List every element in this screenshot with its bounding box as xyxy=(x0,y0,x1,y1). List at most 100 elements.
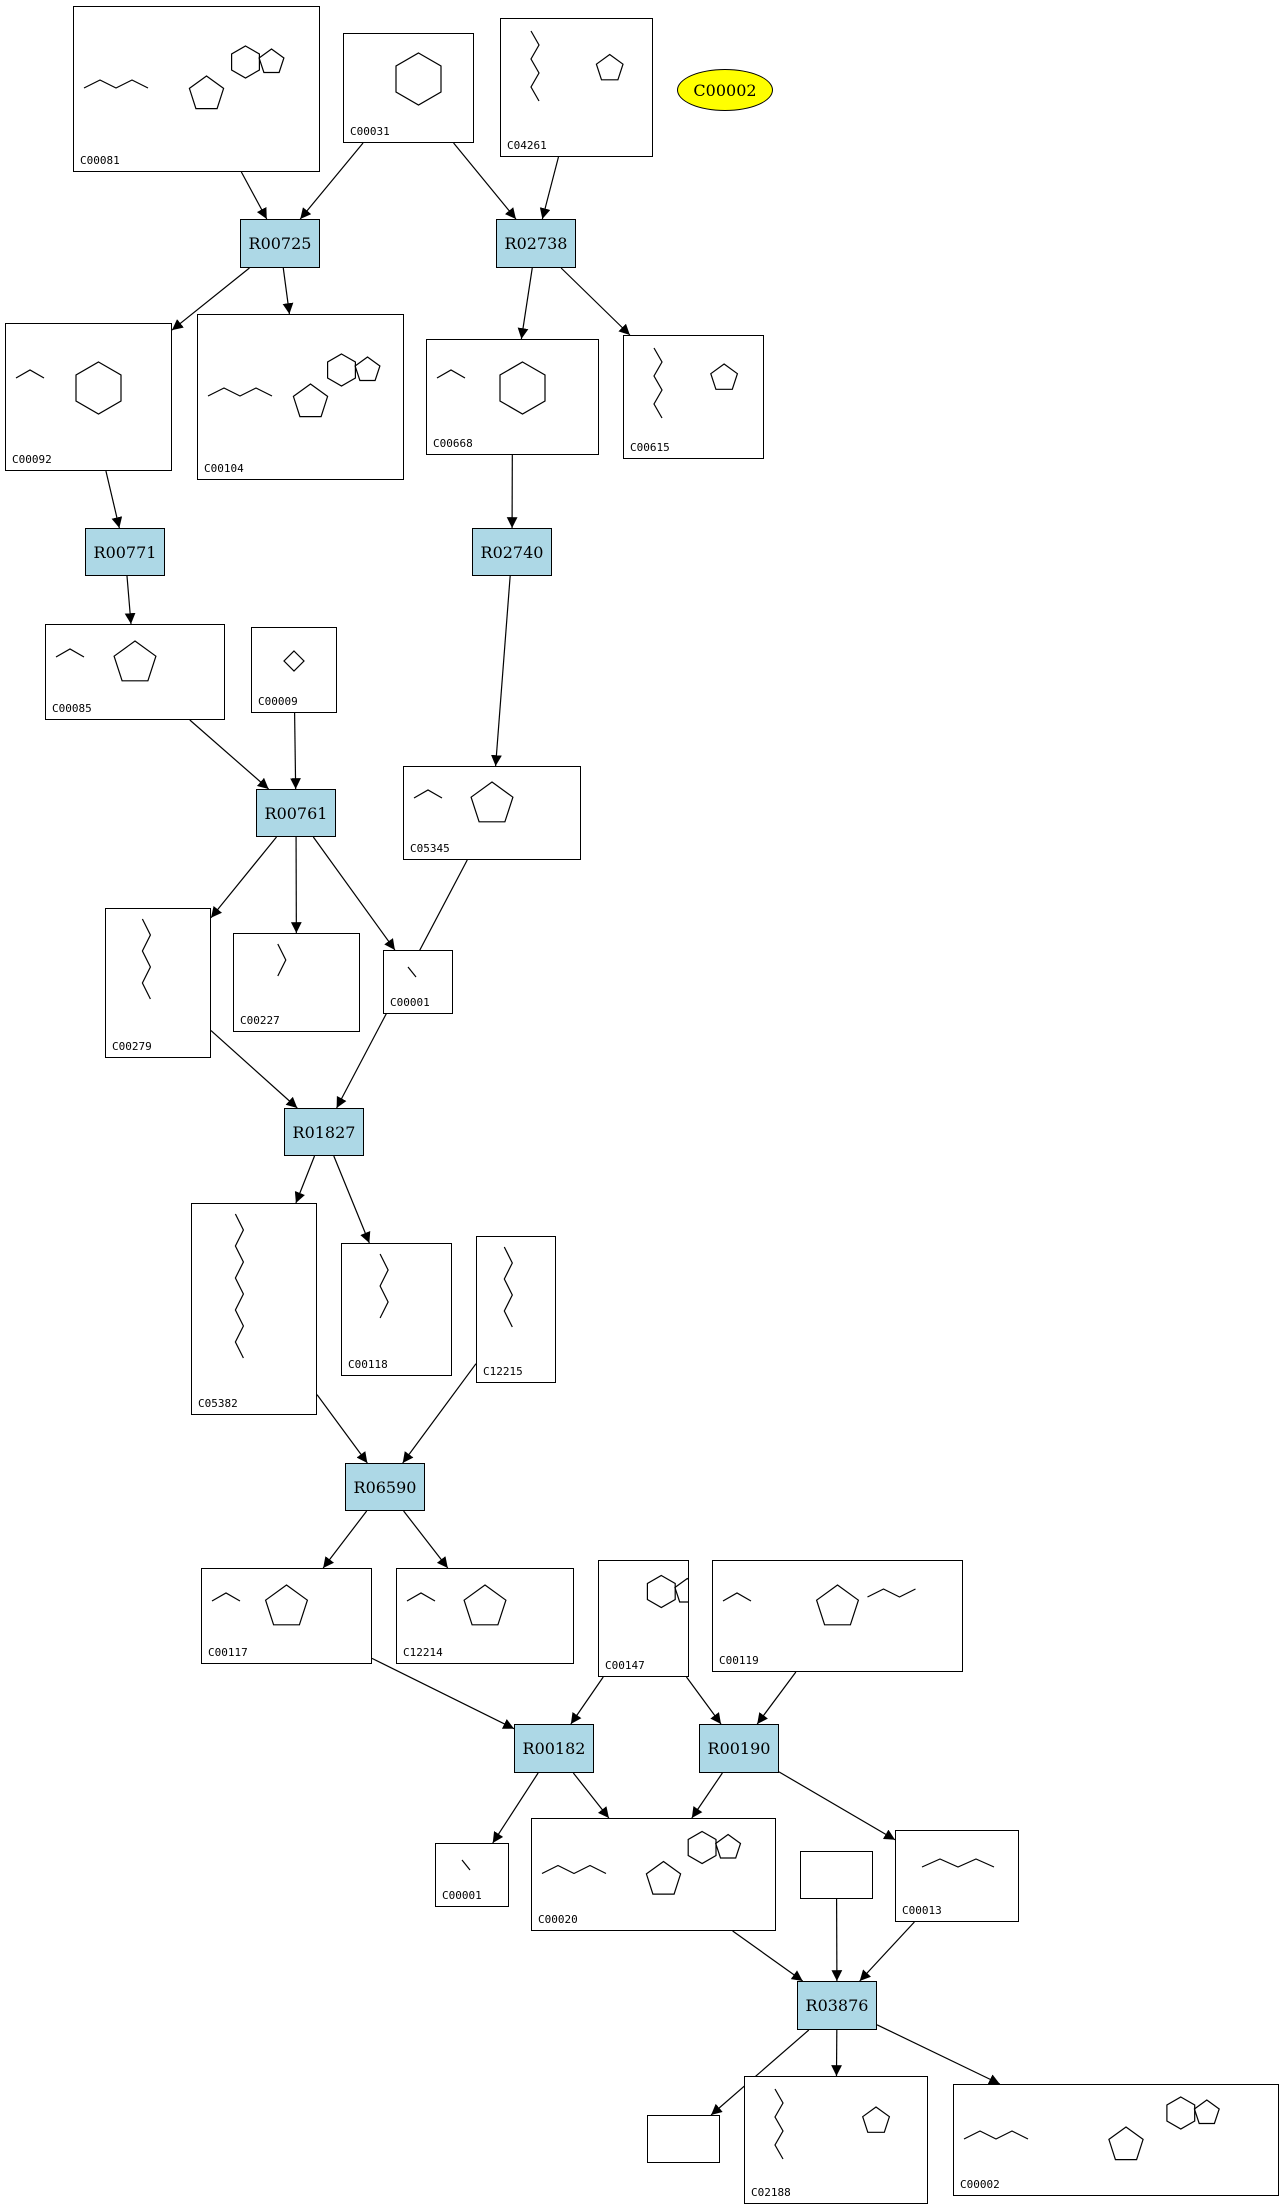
ring-bond xyxy=(714,1833,742,1859)
structure-pyranose-sugar xyxy=(395,52,442,106)
structure-furanose-6-phosphate xyxy=(413,781,514,823)
reaction-r00182[interactable]: R00182 xyxy=(514,1724,594,1773)
compound-c12214[interactable]: C12214 xyxy=(396,1568,574,1664)
compound-id: C00085 xyxy=(52,702,92,715)
edge-c00081-r00725 xyxy=(240,171,268,220)
reaction-label: R00771 xyxy=(93,542,157,562)
edge-r01827-c00118 xyxy=(333,1155,371,1244)
compound-c00002[interactable]: C00002 xyxy=(953,2084,1279,2196)
chain-bond xyxy=(653,347,663,419)
chain-bond xyxy=(541,1864,607,1875)
ring-bond xyxy=(646,1574,676,1609)
structure-water xyxy=(407,966,417,978)
edge-r00182-c00020 xyxy=(572,1772,610,1819)
compound-c05345[interactable]: C05345 xyxy=(403,766,581,860)
reaction-r00190[interactable]: R00190 xyxy=(699,1724,779,1773)
ring-bond xyxy=(1108,2126,1144,2161)
edge-r00761-c00279 xyxy=(210,836,277,919)
ring-bond xyxy=(327,353,356,387)
compound-id: C00279 xyxy=(112,1040,152,1053)
reaction-r02740[interactable]: R02740 xyxy=(472,528,552,576)
edge-r02738-c00615 xyxy=(560,267,631,336)
edge-c00020-r03876 xyxy=(732,1930,804,1982)
reaction-label: R06590 xyxy=(353,1477,417,1497)
reaction-r01827[interactable]: R01827 xyxy=(284,1108,364,1156)
compound-c00615[interactable]: C00615 xyxy=(623,335,764,459)
reaction-label: R02740 xyxy=(480,542,544,562)
ring-bond xyxy=(188,75,225,110)
compound-c00227[interactable]: C00227 xyxy=(233,933,360,1032)
compound-c00117[interactable]: C00117 xyxy=(201,1568,372,1664)
edge-r00771-c00085 xyxy=(124,575,136,625)
edge-r06590-c00117 xyxy=(322,1510,368,1569)
ring-bond xyxy=(710,363,739,390)
compound-id: C00081 xyxy=(80,154,120,167)
ring-bond xyxy=(645,1860,682,1895)
edge-r00725-c00092 xyxy=(171,267,250,331)
ring-bond xyxy=(75,361,122,415)
compound-c00085[interactable]: C00085 xyxy=(45,624,225,720)
compound-id: C00013 xyxy=(902,1904,942,1917)
reaction-r02738[interactable]: R02738 xyxy=(496,219,576,268)
reaction-label: R00725 xyxy=(248,234,312,253)
compound-c00020[interactable]: C00020 xyxy=(531,1818,776,1931)
ring-bond xyxy=(815,1584,860,1626)
structure-water xyxy=(461,1859,471,1871)
compound-c00031[interactable]: C00031 xyxy=(343,33,474,143)
compound-c00118[interactable]: C00118 xyxy=(341,1243,452,1376)
reaction-r00771[interactable]: R00771 xyxy=(85,528,165,576)
ring-bond xyxy=(595,53,624,81)
reaction-label: R01827 xyxy=(292,1122,356,1142)
reaction-r03876[interactable]: R03876 xyxy=(797,1981,877,2030)
edge-c00147-r00182 xyxy=(570,1676,604,1725)
ring-bond xyxy=(861,2106,891,2133)
compound-id: C00668 xyxy=(433,437,473,450)
compound-c00279[interactable]: C00279 xyxy=(105,908,211,1058)
compound-c00147[interactable]: C00147 xyxy=(598,1560,689,1677)
compound-c02188[interactable]: C02188 xyxy=(744,2076,928,2204)
edge-r01827-c05382 xyxy=(294,1155,316,1204)
ring-bond xyxy=(674,1577,688,1603)
compound-blank-2[interactable] xyxy=(647,2115,720,2163)
edge-r00190-c00013 xyxy=(778,1771,896,1841)
compound-c12215[interactable]: C12215 xyxy=(476,1236,556,1383)
chain-bond xyxy=(413,789,443,799)
chain-bond xyxy=(867,1588,916,1598)
structure-phosphate xyxy=(283,650,305,672)
structure-purine-base xyxy=(646,1574,688,1609)
compound-c05382[interactable]: C05382 xyxy=(191,1203,317,1415)
compound-c00119[interactable]: C00119 xyxy=(712,1560,963,1672)
compound-c00001-b[interactable]: C00001 xyxy=(435,1843,509,1907)
compound-c04261[interactable]: C04261 xyxy=(500,18,653,157)
chain-bond xyxy=(83,79,149,89)
compound-c00081[interactable]: C00081 xyxy=(73,6,320,172)
structure-imino-tetritol-phosphate xyxy=(503,1246,513,1328)
compound-c00013[interactable]: C00013 xyxy=(895,1830,1019,1922)
reaction-r00761[interactable]: R00761 xyxy=(256,789,336,837)
compound-c00668[interactable]: C00668 xyxy=(426,339,599,455)
reaction-r06590[interactable]: R06590 xyxy=(345,1463,425,1511)
ring-bond xyxy=(283,650,305,672)
structure-furanose-6-phosphate xyxy=(55,640,157,682)
structure-nucleoside-monophosphate xyxy=(541,1830,742,1895)
structure-nucleoside-triphosphate xyxy=(963,2096,1220,2161)
chain-bond xyxy=(921,1858,995,1868)
structure-prpp xyxy=(722,1584,916,1626)
ring-bond xyxy=(395,52,442,106)
ring-bond xyxy=(470,781,514,823)
structure-triose-phosphate xyxy=(379,1253,389,1319)
highlight-node-c00002[interactable]: C00002 xyxy=(677,69,773,111)
compound-id: C12215 xyxy=(483,1365,523,1378)
compound-blank-1[interactable] xyxy=(800,1851,873,1899)
compound-c00092[interactable]: C00092 xyxy=(5,323,172,471)
edge-c00085-r00761 xyxy=(189,719,269,790)
ring-bond xyxy=(687,1830,717,1865)
chain-bond xyxy=(407,966,417,978)
edge-c00013-r03876 xyxy=(859,1921,915,1982)
compound-c00104[interactable]: C00104 xyxy=(197,314,404,480)
compound-c00009[interactable]: C00009 xyxy=(251,627,337,713)
edge-c00117-r00182 xyxy=(371,1657,515,1730)
compound-c00001-a[interactable]: C00001 xyxy=(383,950,453,1014)
reaction-r00725[interactable]: R00725 xyxy=(240,219,320,268)
